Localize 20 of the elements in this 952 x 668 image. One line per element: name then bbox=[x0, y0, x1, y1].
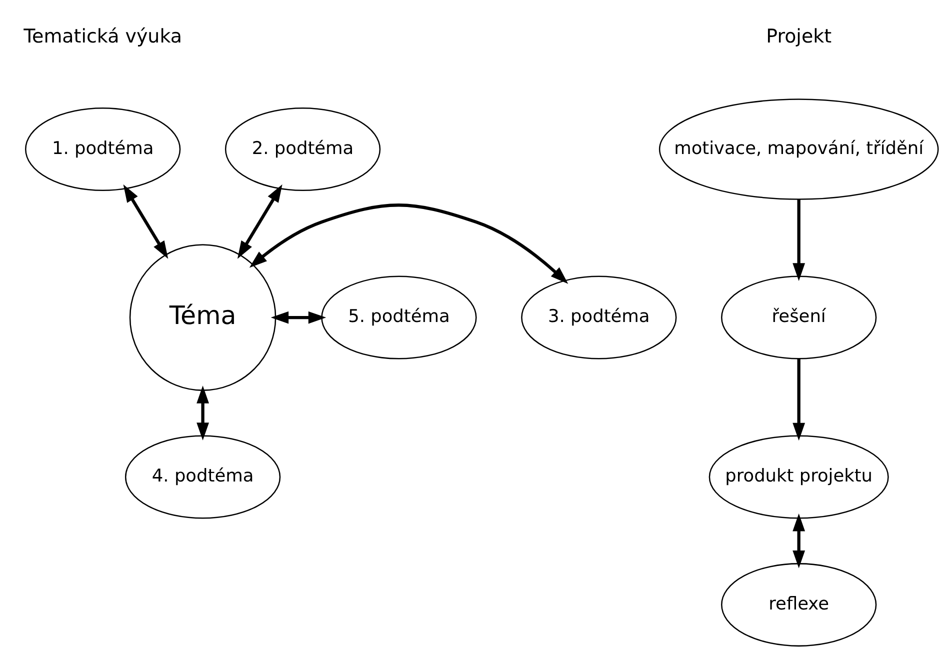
label: Projekt bbox=[766, 25, 832, 48]
node-ellipse: 3. podtéma bbox=[521, 276, 677, 360]
node-ellipse: 1. podtéma bbox=[25, 107, 181, 191]
node-ellipse: produkt projektu bbox=[708, 435, 889, 519]
node-circle: Téma bbox=[129, 244, 276, 391]
node-ellipse: 4. podtéma bbox=[124, 435, 281, 519]
arrow bbox=[123, 184, 168, 259]
node-ellipse: motivace, mapování, třídění bbox=[658, 98, 939, 200]
arrow bbox=[237, 184, 282, 259]
arrow bbox=[196, 386, 210, 440]
arrow bbox=[792, 358, 806, 441]
node-ellipse: 5. podtéma bbox=[321, 276, 477, 360]
node-ellipse: 2. podtéma bbox=[224, 107, 381, 191]
node-ellipse: řešení bbox=[721, 276, 877, 360]
arrow bbox=[249, 204, 568, 284]
arrow bbox=[792, 513, 806, 568]
node-ellipse: reflexe bbox=[721, 563, 877, 647]
arrow bbox=[270, 311, 326, 324]
label: Tematická výuka bbox=[24, 25, 182, 48]
arrow bbox=[792, 199, 806, 281]
